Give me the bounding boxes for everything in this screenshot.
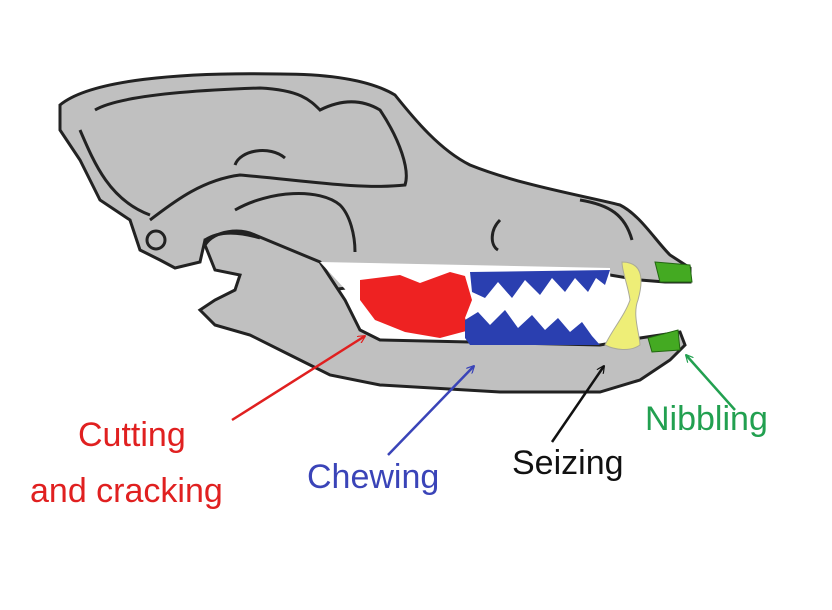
incisor-teeth	[647, 261, 693, 353]
cutting-arrow	[231, 336, 365, 422]
carnassial-teeth	[360, 272, 472, 338]
chewing-label: Chewing	[307, 458, 440, 496]
cracking-label: and cracking	[30, 472, 223, 510]
canine-teeth	[604, 261, 642, 350]
seizing-label: Seizing	[512, 444, 624, 482]
nibbling-arrow	[686, 355, 736, 411]
skull-contour-lines	[78, 86, 634, 253]
nibbling-label: Nibbling	[645, 400, 768, 438]
lower-chewing-teeth	[465, 310, 600, 345]
upper-chewing-teeth	[470, 270, 610, 298]
seizing-arrow	[550, 366, 604, 443]
cutting-label: Cutting	[78, 416, 186, 454]
chewing-arrow	[387, 366, 474, 456]
